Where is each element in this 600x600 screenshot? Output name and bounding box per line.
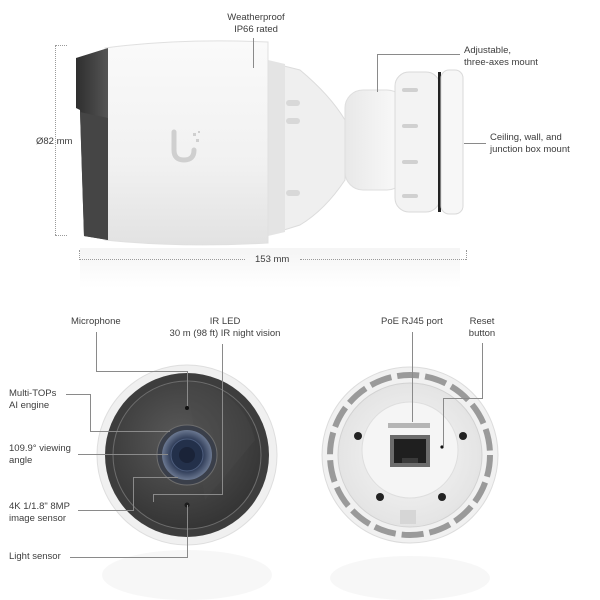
callout-reset-button: Reset button — [468, 316, 496, 339]
callout-image-sensor: 4K 1/1.8" 8MP image sensor — [9, 501, 70, 524]
ubiquiti-logo-icon — [171, 129, 200, 163]
callout-light-sensor: Light sensor — [9, 551, 61, 562]
length-label: 153 mm — [255, 254, 290, 265]
callout-ai-engine: Multi-TOPs AI engine — [9, 388, 57, 411]
callout-viewing-angle: 109.9° viewing angle — [9, 443, 71, 466]
length-dimension-line-right — [300, 259, 466, 260]
callout-adjustable-mount: Adjustable, three-axes mount — [464, 45, 538, 68]
diameter-label: Ø82 mm — [36, 136, 73, 147]
callout-poe-port: PoE RJ45 port — [381, 316, 443, 327]
length-dimension-line-left — [79, 259, 245, 260]
callout-ir-led: IR LED 30 m (98 ft) IR night vision — [169, 316, 281, 339]
callout-weatherproof: Weatherproof IP66 rated — [227, 12, 285, 35]
diameter-dimension-line — [55, 45, 56, 235]
callout-mount-types: Ceiling, wall, and junction box mount — [490, 132, 570, 155]
callout-microphone: Microphone — [71, 316, 121, 327]
